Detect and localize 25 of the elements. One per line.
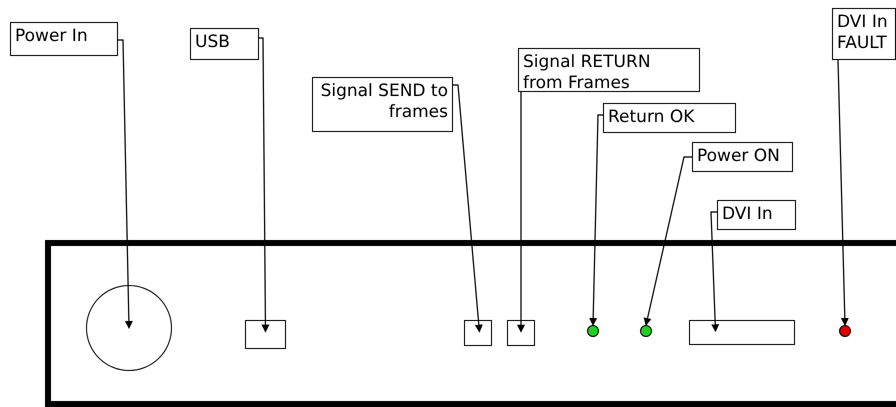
indicator-light [839, 325, 851, 337]
leader-line [453, 84, 483, 333]
port-socket [464, 320, 492, 346]
callout-label: DVI In FAULT [832, 8, 896, 60]
callout-label: Return OK [603, 103, 736, 133]
callout-label: Power ON [692, 142, 793, 172]
port-socket [245, 320, 286, 349]
port-socket [507, 320, 535, 346]
callout-label: Signal SEND to frames [312, 77, 453, 132]
callout-label: Power In [10, 22, 118, 56]
indicator-light [640, 325, 652, 337]
round-connector [86, 285, 172, 371]
leader-line [837, 60, 849, 326]
leader-line [259, 37, 270, 333]
callout-label: DVI In [717, 200, 796, 230]
leader-line [517, 92, 525, 333]
indicator-light [587, 325, 599, 337]
leader-line [589, 114, 603, 326]
callout-label: USB [190, 28, 259, 60]
leader-line [118, 39, 133, 329]
leader-line [710, 211, 720, 332]
callout-label: Signal RETURN from Frames [518, 48, 700, 92]
leader-line [644, 156, 692, 326]
device-panel [45, 240, 896, 407]
slot-connector [689, 320, 795, 345]
